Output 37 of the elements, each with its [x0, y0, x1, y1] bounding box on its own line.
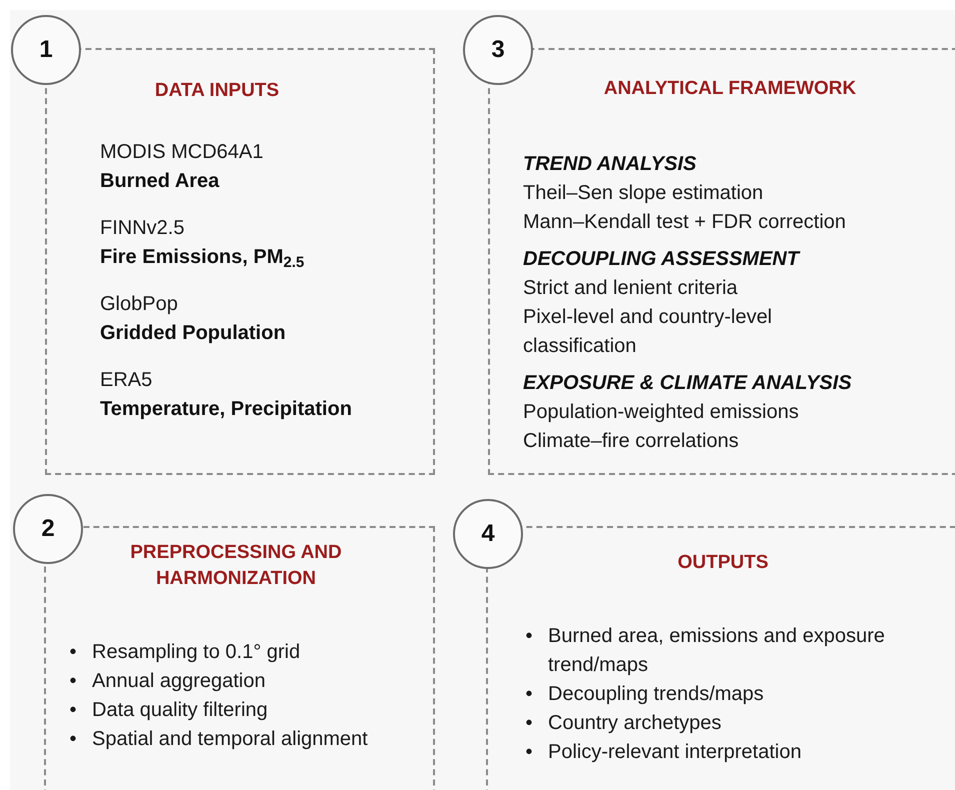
bullet: •	[68, 640, 78, 665]
bullet: •	[524, 624, 534, 649]
body-text: FINNv2.5	[100, 216, 186, 241]
list-item: Spatial and temporal alignment	[92, 727, 368, 752]
body-text: GlobPop	[100, 292, 179, 317]
bullet: •	[68, 669, 78, 694]
list-item: Resampling to 0.1° grid	[92, 640, 300, 665]
body-text: Mann–Kendall test + FDR correction	[523, 210, 847, 235]
bullet: •	[68, 727, 78, 752]
bullet: •	[68, 698, 78, 723]
subheading: TREND ANALYSIS	[523, 152, 698, 177]
list-item: Annual aggregation	[92, 669, 266, 694]
body-text: Theil–Sen slope estimation	[523, 181, 764, 206]
body-text: Population-weighted emissions	[523, 400, 800, 425]
list-item: Data quality filtering	[92, 698, 268, 723]
list-item: Burned area, emissions and exposure trend/maps	[548, 624, 886, 678]
variable-name: Gridded Population	[100, 321, 287, 346]
bullet: •	[524, 740, 534, 765]
section-heading: PREPROCESSING AND HARMONIZATION	[129, 541, 343, 591]
body-text: Climate–fire correlations	[523, 429, 740, 454]
body-text: Pixel-level and country-level classification	[523, 305, 774, 359]
list-item: Policy-relevant interpretation	[548, 740, 802, 765]
body-text: Strict and lenient criteria	[523, 276, 739, 301]
section-heading: DATA INPUTS	[154, 79, 280, 103]
variable-name: Fire Emissions, PM$_{2.5}$	[100, 245, 306, 272]
variable-name: Temperature, Precipitation	[100, 397, 353, 422]
body-text: MODIS MCD64A1	[100, 140, 264, 165]
variable-name: Burned Area	[100, 169, 220, 194]
section-heading: OUTPUTS	[676, 551, 770, 575]
bullet: •	[524, 711, 534, 736]
list-item: Country archetypes	[548, 711, 722, 736]
subheading: DECOUPLING ASSESSMENT	[523, 247, 802, 272]
list-item: Decoupling trends/maps	[548, 682, 764, 707]
subheading: EXPOSURE & CLIMATE ANALYSIS	[523, 371, 853, 396]
section-heading: ANALYTICAL FRAMEWORK	[602, 77, 858, 101]
bullet: •	[524, 682, 534, 707]
body-text: ERA5	[100, 368, 154, 393]
